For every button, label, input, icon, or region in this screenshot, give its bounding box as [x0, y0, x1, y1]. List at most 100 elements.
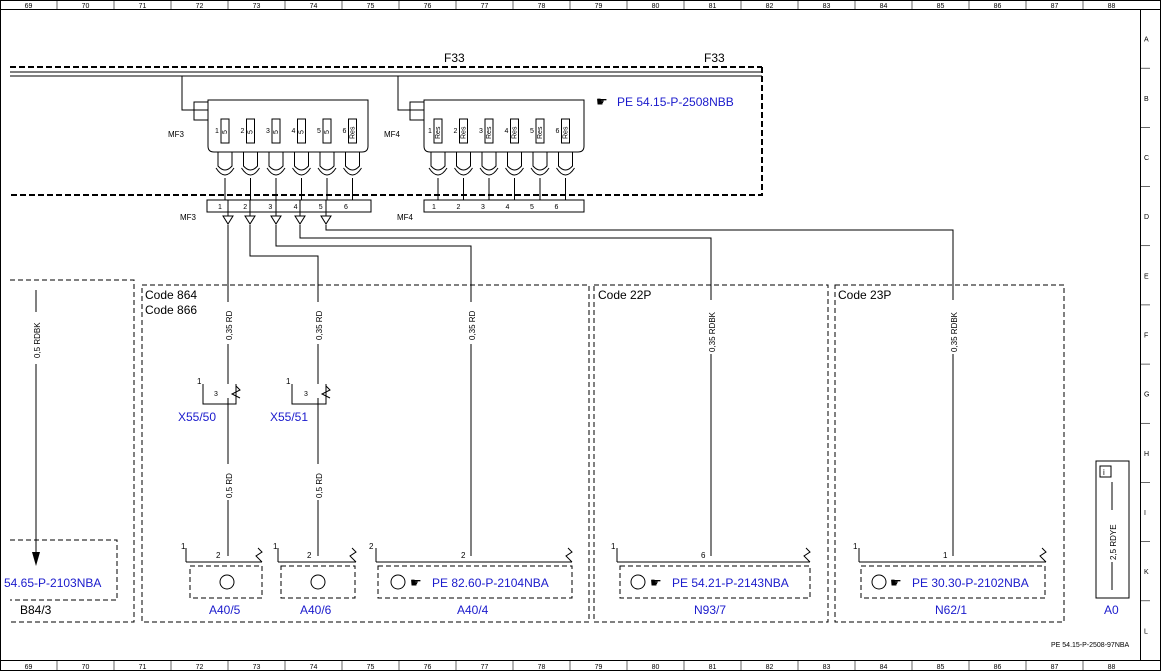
row-label: E	[1144, 273, 1149, 280]
column-label: 85	[937, 664, 945, 671]
terminal-icon	[430, 152, 446, 171]
svg-text:6: 6	[701, 551, 706, 560]
row-label: C	[1144, 155, 1149, 162]
terminal-icon	[481, 152, 497, 171]
column-label: 74	[310, 664, 318, 671]
connector-triangle-icon	[294, 215, 306, 225]
row-label: B	[1144, 96, 1149, 103]
component-n62-1: ☛ PE 30.30-P-2102NBA 1 1 N62/1	[853, 542, 1047, 617]
component-label-a0[interactable]: A0	[1104, 603, 1119, 617]
component-label-a40-5[interactable]: A40/5	[209, 603, 241, 617]
svg-text:i: i	[1103, 468, 1105, 477]
column-label: 74	[310, 3, 318, 10]
wire-label-3: 0,35 RD	[468, 310, 477, 340]
component-label-b84: B84/3	[20, 603, 52, 617]
component-label-n93-7[interactable]: N93/7	[694, 603, 726, 617]
hand-pointer-icon: ☛	[650, 575, 662, 590]
column-label: 85	[937, 3, 945, 10]
fuse-pin-label: 4	[292, 128, 296, 135]
connector-pin-label: 4	[294, 204, 298, 211]
column-label: 76	[424, 664, 432, 671]
connector-pin-label: 6	[344, 204, 348, 211]
fuse-rating-label: 5	[299, 130, 306, 134]
column-label: 78	[538, 3, 546, 10]
transistor-icon	[630, 574, 646, 590]
code-label-22p: Code 22P	[598, 288, 651, 302]
row-label: D	[1144, 214, 1149, 221]
wires	[32, 225, 954, 566]
connector-triangle-icon	[222, 215, 234, 225]
connector-pin-label: 6	[555, 204, 559, 211]
connector-strip-mf3	[206, 199, 372, 213]
fuse-pin-label: 6	[556, 128, 560, 135]
fuse-pin-label: 1	[215, 128, 219, 135]
info-icon[interactable]	[1099, 465, 1112, 478]
connector-pin-label: 3	[268, 204, 272, 211]
terminal-icon	[294, 152, 309, 171]
fuse-pin-label: 1	[428, 128, 432, 135]
fuse-rating-label: Res	[512, 126, 519, 139]
column-label: 73	[253, 3, 261, 10]
switch-label-x55-50[interactable]: X55/50	[178, 410, 216, 424]
column-label: 81	[709, 664, 717, 671]
column-label: 81	[709, 3, 717, 10]
svg-text:3: 3	[304, 391, 308, 398]
ref-link-a40-4[interactable]: PE 82.60-P-2104NBA	[432, 576, 549, 590]
component-label-a40-4[interactable]: A40/4	[457, 603, 489, 617]
hand-pointer-icon: ☛	[596, 94, 608, 109]
column-label: 72	[196, 664, 204, 671]
connector-pin-label: 5	[319, 204, 323, 211]
fuse-icon	[459, 118, 468, 144]
fuse-rating-label: 5	[248, 130, 255, 134]
column-label: 80	[652, 3, 660, 10]
terminal-icon	[243, 152, 258, 171]
ref-link-n62-1[interactable]: PE 30.30-P-2102NBA	[912, 576, 1029, 590]
fuse-label-f33-left: F33	[444, 51, 465, 65]
component-a40-4: ☛ PE 82.60-P-2104NBA 2 2 A40/4	[369, 542, 573, 617]
wire-label-1b: 0,5 RD	[225, 473, 234, 498]
connector-pin-label: 3	[481, 204, 485, 211]
fuse-icon	[535, 118, 545, 144]
column-label: 83	[823, 3, 831, 10]
column-label: 69	[25, 3, 33, 10]
svg-text:1: 1	[611, 542, 616, 551]
column-label: 86	[994, 664, 1002, 671]
region-code-864	[141, 284, 590, 623]
fuse-icon	[484, 118, 494, 144]
hand-pointer-icon: ☛	[890, 575, 902, 590]
fuse-pin-label: 6	[343, 128, 347, 135]
row-label: K	[1144, 569, 1149, 576]
row-label: L	[1144, 628, 1148, 635]
svg-text:1: 1	[181, 542, 186, 551]
row-label: H	[1144, 451, 1149, 458]
fuse-rating-label: Res	[461, 126, 468, 139]
switch-label-x55-51[interactable]: X55/51	[270, 410, 308, 424]
svg-text:1: 1	[273, 542, 278, 551]
fuse-rating-label: 5	[273, 130, 280, 134]
column-label: 84	[880, 664, 888, 671]
fuse-icon	[246, 118, 255, 144]
fuse-block-label-mf3: MF3	[168, 130, 185, 139]
ref-link-top[interactable]: PE 54.15-P-2508NBB	[617, 95, 734, 109]
column-label: 72	[196, 3, 204, 10]
switch-x55-50: 1 3 X55/50	[178, 377, 241, 424]
region-code-23p	[834, 284, 1065, 623]
transistor-icon	[310, 574, 326, 590]
hand-pointer-icon: ☛	[410, 575, 422, 590]
wire-label-2: 0,35 RD	[315, 310, 324, 340]
column-label: 79	[595, 3, 603, 10]
ref-link-b84[interactable]: 54.65-P-2103NBA	[4, 576, 101, 590]
column-label: 77	[481, 3, 489, 10]
row-label: I	[1144, 510, 1146, 517]
component-label-a40-6[interactable]: A40/6	[300, 603, 332, 617]
column-label: 82	[766, 3, 774, 10]
component-label-n62-1[interactable]: N62/1	[935, 603, 967, 617]
fuse-pin-label: 5	[317, 128, 321, 135]
transistor-icon	[219, 574, 235, 590]
row-label: G	[1144, 392, 1149, 399]
ref-link-n93-7[interactable]: PE 54.21-P-2143NBA	[672, 576, 789, 590]
